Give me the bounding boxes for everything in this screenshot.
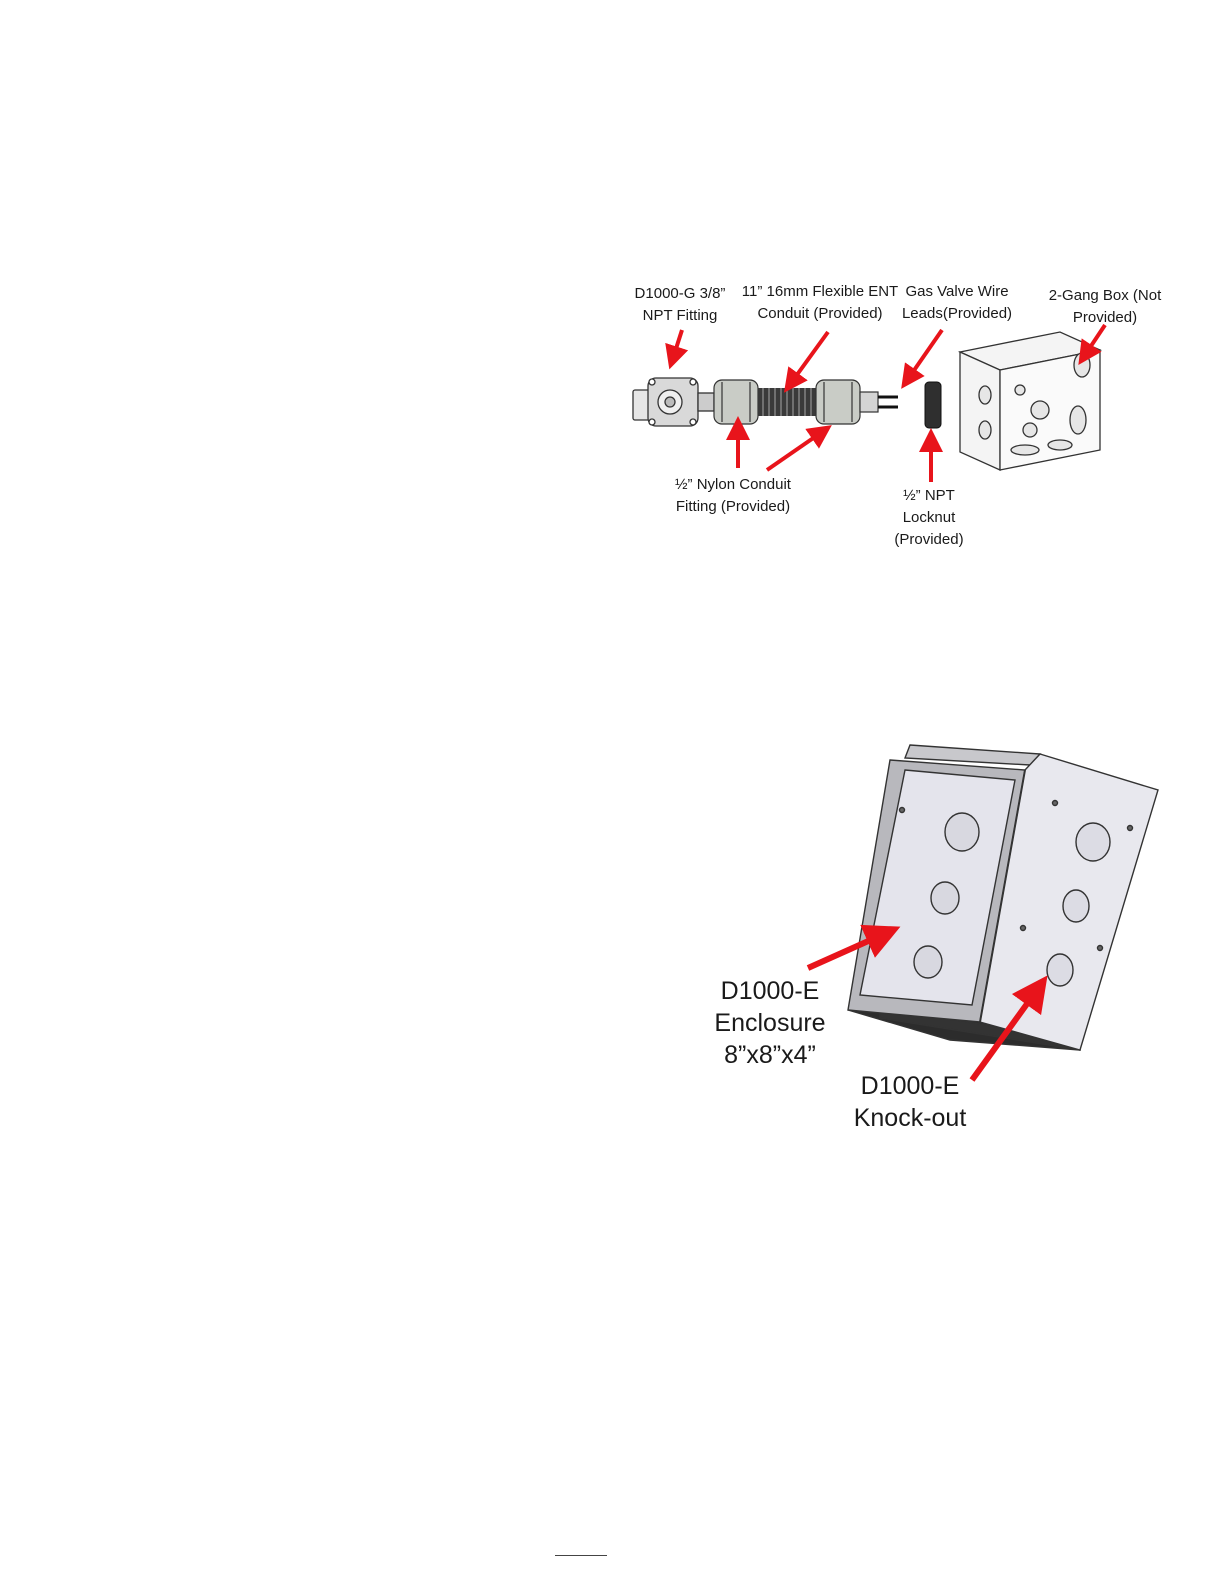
gang-box-part — [960, 332, 1100, 470]
label-line: ½” NPT — [884, 485, 974, 507]
label-line: Conduit (Provided) — [740, 303, 900, 325]
label-wire-leads: Gas Valve Wire Leads(Provided) — [897, 281, 1017, 325]
label-line: D1000-E — [845, 1070, 975, 1102]
label-line: Knock-out — [845, 1102, 975, 1134]
label-gang-box: 2-Gang Box (Not Provided) — [1040, 285, 1170, 329]
label-line: 8”x8”x4” — [700, 1039, 840, 1071]
label-line: D1000-G 3/8” — [622, 283, 738, 305]
label-enclosure: D1000-E Enclosure 8”x8”x4” — [700, 975, 840, 1071]
label-knockout: D1000-E Knock-out — [845, 1070, 975, 1134]
label-line: Enclosure — [700, 1007, 840, 1039]
label-line: (Provided) — [884, 529, 974, 551]
enclosure-part — [848, 745, 1158, 1050]
label-line: ½” Nylon Conduit — [666, 474, 800, 496]
label-line: NPT Fitting — [622, 305, 738, 327]
nylon-fitting-left — [714, 380, 758, 424]
label-line: D1000-E — [700, 975, 840, 1007]
label-line: 11” 16mm Flexible ENT — [740, 281, 900, 303]
label-nylon-fitting: ½” Nylon Conduit Fitting (Provided) — [666, 474, 800, 518]
label-line: Gas Valve Wire — [897, 281, 1017, 303]
flexible-conduit — [758, 388, 818, 416]
label-flexible-conduit: 11” 16mm Flexible ENT Conduit (Provided) — [740, 281, 900, 325]
label-line: Locknut — [884, 507, 974, 529]
label-line: Leads(Provided) — [897, 303, 1017, 325]
label-locknut: ½” NPT Locknut (Provided) — [884, 485, 974, 551]
locknut-part — [925, 382, 941, 428]
label-line: 2-Gang Box (Not — [1040, 285, 1170, 307]
valve-fitting-part — [633, 378, 714, 426]
wire-leads — [878, 397, 898, 407]
label-line: Fitting (Provided) — [666, 496, 800, 518]
nylon-fitting-right — [816, 380, 878, 424]
label-line: Provided) — [1040, 307, 1170, 329]
footer-rule — [555, 1555, 607, 1556]
label-valve-fitting: D1000-G 3/8” NPT Fitting — [622, 283, 738, 327]
